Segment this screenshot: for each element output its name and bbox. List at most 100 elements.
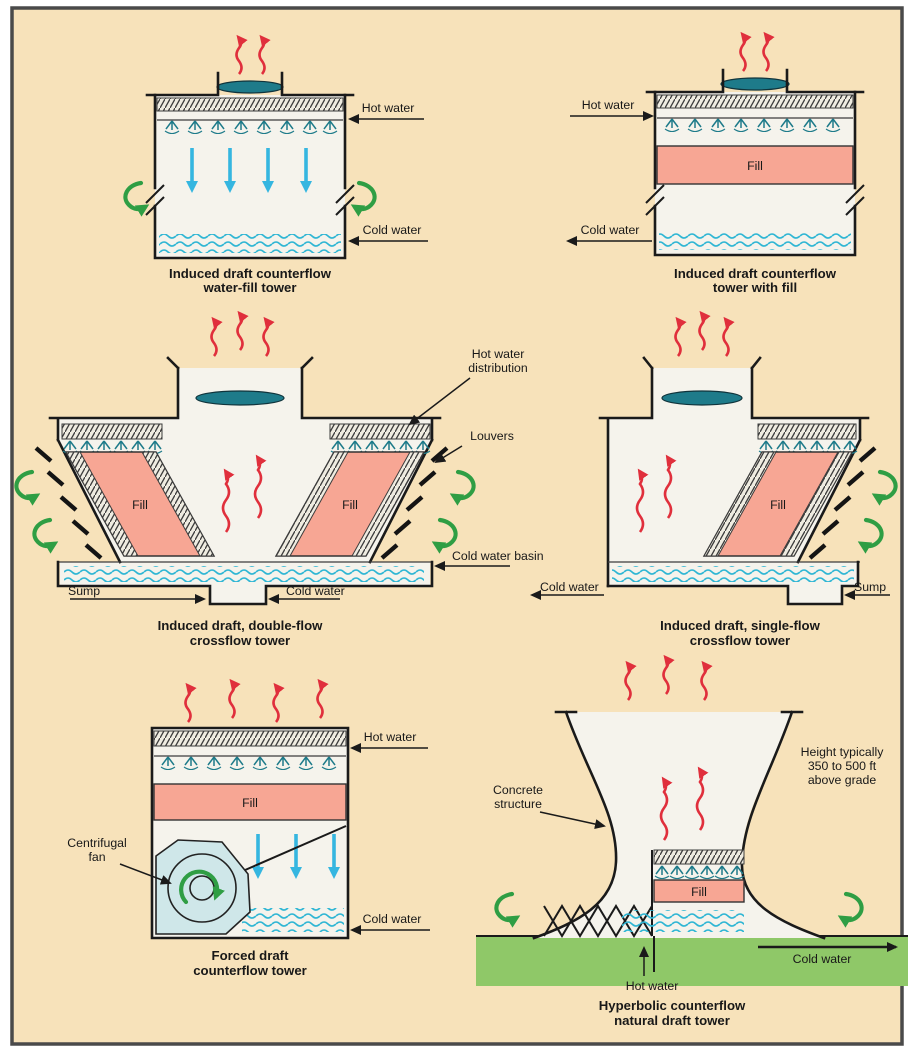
callout-hot-water: Hot water	[348, 101, 424, 124]
height-note-line2: 350 to 500 ft	[808, 759, 877, 773]
hot-water-basin	[757, 423, 857, 440]
diagram-hyperbolic-natural-draft: Fill Concrete structure Height typically…	[476, 658, 908, 1028]
fan-deck	[645, 68, 865, 94]
cold-water-label: Cold water	[363, 912, 422, 926]
callout-cold-water: Cold water	[566, 223, 652, 246]
basin-outline	[606, 560, 860, 606]
diagram-induced-draft-counterflow-fill: Fill Hot water Cold water Induced draft …	[566, 35, 865, 295]
callout-cold-water-basin: Cold water basin	[434, 549, 544, 571]
hot-water-basin-right	[329, 423, 431, 440]
caption-line2: counterflow tower	[193, 963, 307, 978]
callout-sump: Sump	[844, 580, 890, 600]
cold-water-basin	[242, 908, 344, 932]
fill-label-right: Fill	[342, 498, 358, 512]
concrete-structure-label1: Concrete	[493, 783, 543, 797]
induced-fan-icon	[720, 77, 790, 91]
basin-outline	[56, 560, 434, 606]
induced-fan-icon	[195, 390, 285, 406]
tower-walls	[653, 90, 857, 257]
cold-water-label: Cold water	[540, 580, 599, 594]
tower-interior	[155, 95, 345, 258]
callout-centrifugal-fan: Centrifugal fan	[67, 836, 172, 885]
callout-louvers: Louvers	[434, 429, 514, 464]
induced-fan-icon	[216, 80, 284, 94]
drift-eliminator-band	[156, 97, 344, 112]
fill-assembly: Fill	[651, 849, 745, 936]
callout-cold-water: Cold water	[758, 942, 898, 966]
callout-cold-water: Cold water	[530, 580, 604, 600]
spray-header	[157, 119, 343, 135]
cold-water-label: Cold water	[286, 584, 345, 598]
caption-line2: crossflow tower	[190, 633, 290, 648]
callout-hot-water: Hot water	[570, 98, 654, 121]
caption-line1: Induced draft, double-flow	[158, 618, 324, 633]
cold-water-basin	[659, 231, 851, 250]
sump-label: Sump	[854, 580, 886, 594]
fill-label-left: Fill	[132, 498, 148, 512]
cold-water-label: Cold water	[363, 223, 422, 237]
fill-label: Fill	[691, 885, 707, 899]
callout-cold-water: Cold water	[348, 223, 428, 246]
caption-line2: crossflow tower	[690, 633, 790, 648]
caption-line2: tower with fill	[713, 280, 797, 295]
fill-block-left: Fill	[64, 451, 216, 557]
tower-walls	[153, 93, 347, 260]
fan-rotation-arrow	[179, 869, 225, 905]
centrifugal-fan	[155, 839, 251, 935]
leader-arrow	[539, 811, 606, 829]
concrete-structure-label2: structure	[494, 797, 542, 811]
cold-water-basin-label: Cold water basin	[452, 549, 544, 563]
fill-block	[656, 145, 854, 185]
leader-arrow	[408, 377, 471, 426]
cold-water-label: Cold water	[793, 952, 852, 966]
callout-sump: Sump	[68, 584, 206, 604]
caption-line1: Forced draft	[212, 948, 290, 963]
grade-grass	[476, 936, 908, 986]
caption-line1: Hyperbolic counterflow	[599, 998, 746, 1013]
induced-fan-icon	[661, 390, 743, 406]
diagram-induced-draft-doubleflow-crossflow: Fill Fill Hot water distribution	[16, 314, 544, 648]
fill-label: Fill	[747, 159, 763, 173]
hot-water-label: Hot water	[364, 730, 417, 744]
callout-hot-water: Hot water	[626, 936, 679, 993]
fan-hub	[189, 875, 215, 901]
caption-line1: Induced draft counterflow	[674, 266, 837, 281]
height-note-line3: above grade	[808, 773, 877, 787]
fill-label: Fill	[242, 796, 258, 810]
fan-deck	[145, 71, 355, 97]
caption-line1: Induced draft counterflow	[169, 266, 332, 281]
hyperbolic-shell	[532, 710, 826, 940]
height-note-line1: Height typically	[801, 745, 885, 759]
fill-block	[653, 879, 745, 903]
hot-water-label: Hot water	[626, 979, 679, 993]
diagram-forced-draft-counterflow: Fill Hot water Cold water Centrifugal fa…	[67, 682, 430, 978]
spray-header	[657, 117, 853, 133]
cold-water-basin	[622, 910, 744, 932]
height-note: Height typically 350 to 500 ft above gra…	[801, 745, 885, 787]
sump-interior	[788, 586, 842, 604]
callout-cold-water: Cold water	[350, 912, 430, 935]
fill-label: Fill	[770, 498, 786, 512]
spray-header	[154, 755, 346, 771]
cold-water-label: Cold water	[581, 223, 640, 237]
support-lattice	[543, 904, 653, 938]
tower-interior	[534, 712, 824, 938]
tower-structure	[598, 356, 870, 588]
caption-line1: Induced draft, single-flow	[660, 618, 820, 633]
diagram-induced-draft-singleflow-crossflow: Fill Cold water Sump Induced draft, sing…	[530, 314, 896, 648]
drift-eliminator-band	[656, 94, 854, 109]
caption-line2: water-fill tower	[202, 280, 296, 295]
fill-block	[153, 783, 347, 821]
cold-water-basin	[159, 234, 341, 253]
cold-water	[64, 566, 424, 582]
leader-arrow	[434, 445, 463, 464]
louvers-label: Louvers	[470, 429, 514, 443]
centrifugal-fan-label1: Centrifugal	[67, 836, 126, 850]
hot-water-distribution-label1: Hot water	[472, 347, 525, 361]
tower-structure	[48, 356, 442, 564]
fill-block: Fill	[702, 451, 854, 557]
callout-hot-water: Hot water	[350, 730, 428, 753]
cold-water	[612, 566, 854, 582]
